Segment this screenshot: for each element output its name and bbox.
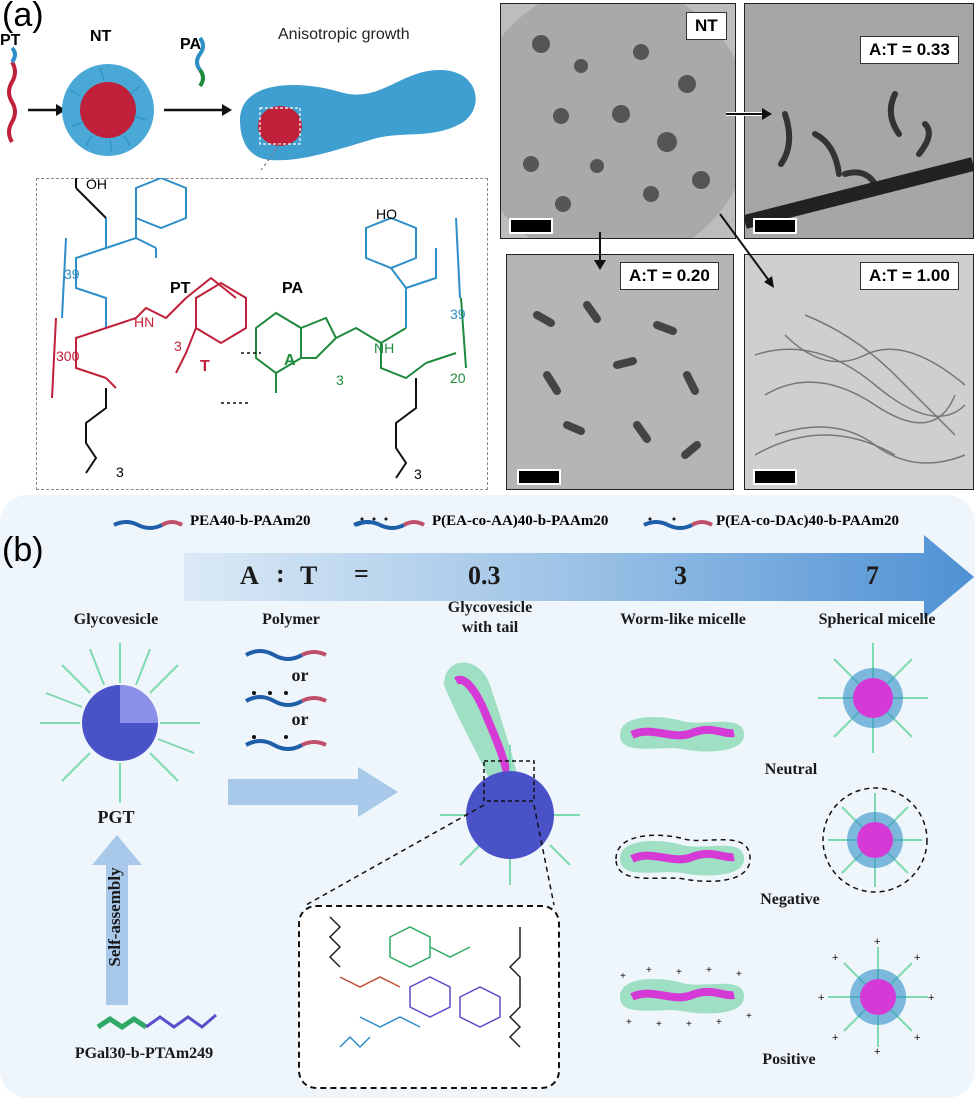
- svg-text:+: +: [832, 1032, 838, 1044]
- or-label-2: or: [291, 709, 309, 729]
- n39-left: 39: [64, 266, 80, 282]
- svg-text:+: +: [746, 1011, 752, 1022]
- ratio-value-1: 0.3: [468, 561, 501, 590]
- pa-label: PA: [180, 36, 202, 53]
- svg-text:+: +: [656, 1019, 662, 1030]
- sphere-negative: [822, 787, 928, 893]
- worm-negative: [615, 834, 751, 883]
- tem-at100: [744, 254, 974, 490]
- svg-text:+: +: [736, 969, 742, 980]
- legend-item-3: P(EA-co-DAc)40-b-PAAm20: [716, 513, 900, 529]
- n3-tail-right: 3: [414, 466, 422, 482]
- pa-title: PA: [282, 280, 304, 297]
- panel-a-label: (a): [2, 0, 44, 34]
- legend-swatch-3: [643, 517, 714, 530]
- charge-positive: Positive: [762, 1051, 816, 1068]
- nh-right: NH: [374, 340, 395, 356]
- stage-polymer: Polymer: [262, 611, 320, 628]
- structure-box: [36, 178, 488, 490]
- n39-right: 39: [450, 306, 466, 322]
- assembly-schematic: [7, 36, 476, 170]
- charge-neutral: Neutral: [764, 761, 818, 778]
- tem-at020-label: A:T = 0.20: [620, 262, 719, 290]
- stage-glycovesicle: Glycovesicle: [73, 611, 159, 628]
- ratio-t: T: [300, 561, 318, 590]
- zoom-leaders: [305, 804, 555, 906]
- svg-text:+: +: [620, 971, 626, 982]
- tem-nt: [500, 3, 736, 239]
- n20: 20: [450, 370, 466, 386]
- tem-at020: [506, 254, 734, 490]
- ratio-a: A: [240, 561, 259, 590]
- ratio-value-2: 3: [674, 561, 687, 590]
- ratio-eq: =: [354, 559, 369, 588]
- scale-bar: [517, 469, 561, 485]
- stage-with-tail-2: with tail: [461, 619, 519, 636]
- scale-bar: [509, 218, 553, 234]
- stage-worm: Worm-like micelle: [620, 611, 746, 628]
- panel-b: (b) PEA40-b-PAAm20 P(EA-co-AA)40-b-PAAm2…: [0, 495, 975, 1098]
- pgt-label: PGT: [97, 807, 135, 827]
- worm-neutral: [620, 716, 745, 752]
- svg-text:+: +: [914, 952, 920, 964]
- self-assembly-label: Self-assembly: [105, 867, 124, 967]
- tem-arrows: [594, 108, 774, 288]
- or-label-1: or: [291, 665, 309, 685]
- legend-swatch-2: [355, 517, 426, 530]
- svg-text:+: +: [716, 1017, 722, 1028]
- stage-with-tail-1: Glycovesicle: [447, 599, 533, 616]
- tem-at033-label: A:T = 0.33: [860, 36, 959, 64]
- glycovesicle-graphic: [40, 643, 200, 803]
- svg-text:+: +: [686, 1019, 692, 1030]
- ratio-arrow: [184, 535, 974, 619]
- pgal-label: PGal30-b-PTAm249: [74, 1045, 214, 1062]
- transform-arrow: [228, 767, 398, 817]
- hn-left: HN: [134, 314, 155, 330]
- pt-title: PT: [170, 280, 191, 297]
- svg-text:+: +: [874, 1046, 880, 1057]
- legend-item-1: PEA40-b-PAAm20: [190, 513, 311, 529]
- tem-at100-label: A:T = 1.00: [860, 262, 959, 290]
- t-base: T: [200, 358, 210, 375]
- ratio-colon: :: [276, 559, 285, 588]
- worm-positive: + + + + + + + + + +: [620, 965, 752, 1030]
- svg-text:+: +: [706, 965, 712, 976]
- ratio-value-3: 7: [866, 561, 879, 590]
- a-base: A: [284, 352, 296, 369]
- growth-label: Anisotropic growth: [278, 26, 410, 43]
- legend-item-2: P(EA-co-AA)40-b-PAAm20: [432, 513, 609, 529]
- svg-text:+: +: [832, 952, 838, 964]
- sphere-neutral: [818, 643, 928, 753]
- n300: 300: [56, 348, 80, 364]
- polymer-options: [245, 649, 327, 751]
- self-assembly-arrow: [92, 835, 142, 1005]
- panel-a: (a) PT NT PA Anisotropic growth: [0, 0, 975, 495]
- svg-text:+: +: [626, 1017, 632, 1028]
- tem-nt-label: NT: [686, 12, 727, 40]
- nt-label: NT: [90, 28, 112, 45]
- svg-text:+: +: [874, 937, 880, 948]
- svg-text:+: +: [928, 992, 934, 1004]
- svg-text:+: +: [914, 1032, 920, 1044]
- pgal-graphic: [96, 1013, 217, 1031]
- panel-b-label: (b): [2, 531, 44, 569]
- zoom-structure: [328, 916, 522, 1049]
- zoom-box: [298, 905, 560, 1089]
- stage-spherical: Spherical micelle: [818, 611, 936, 628]
- svg-text:+: +: [676, 967, 682, 978]
- glycovesicle-with-tail: [440, 662, 580, 885]
- chemical-structure: [51, 178, 467, 479]
- n3-tail-left: 3: [116, 464, 124, 480]
- svg-text:+: +: [646, 965, 652, 976]
- svg-text:+: +: [818, 992, 824, 1004]
- charge-negative: Negative: [760, 891, 820, 908]
- sphere-positive: + + + + + + + +: [818, 937, 934, 1057]
- oh-left: OH: [86, 176, 107, 192]
- n3-left: 3: [174, 338, 182, 354]
- scale-bar: [753, 218, 797, 234]
- pt-label: PT: [0, 32, 21, 49]
- n3-right: 3: [336, 372, 344, 388]
- ho-right: HO: [376, 206, 397, 222]
- scale-bar: [753, 469, 797, 485]
